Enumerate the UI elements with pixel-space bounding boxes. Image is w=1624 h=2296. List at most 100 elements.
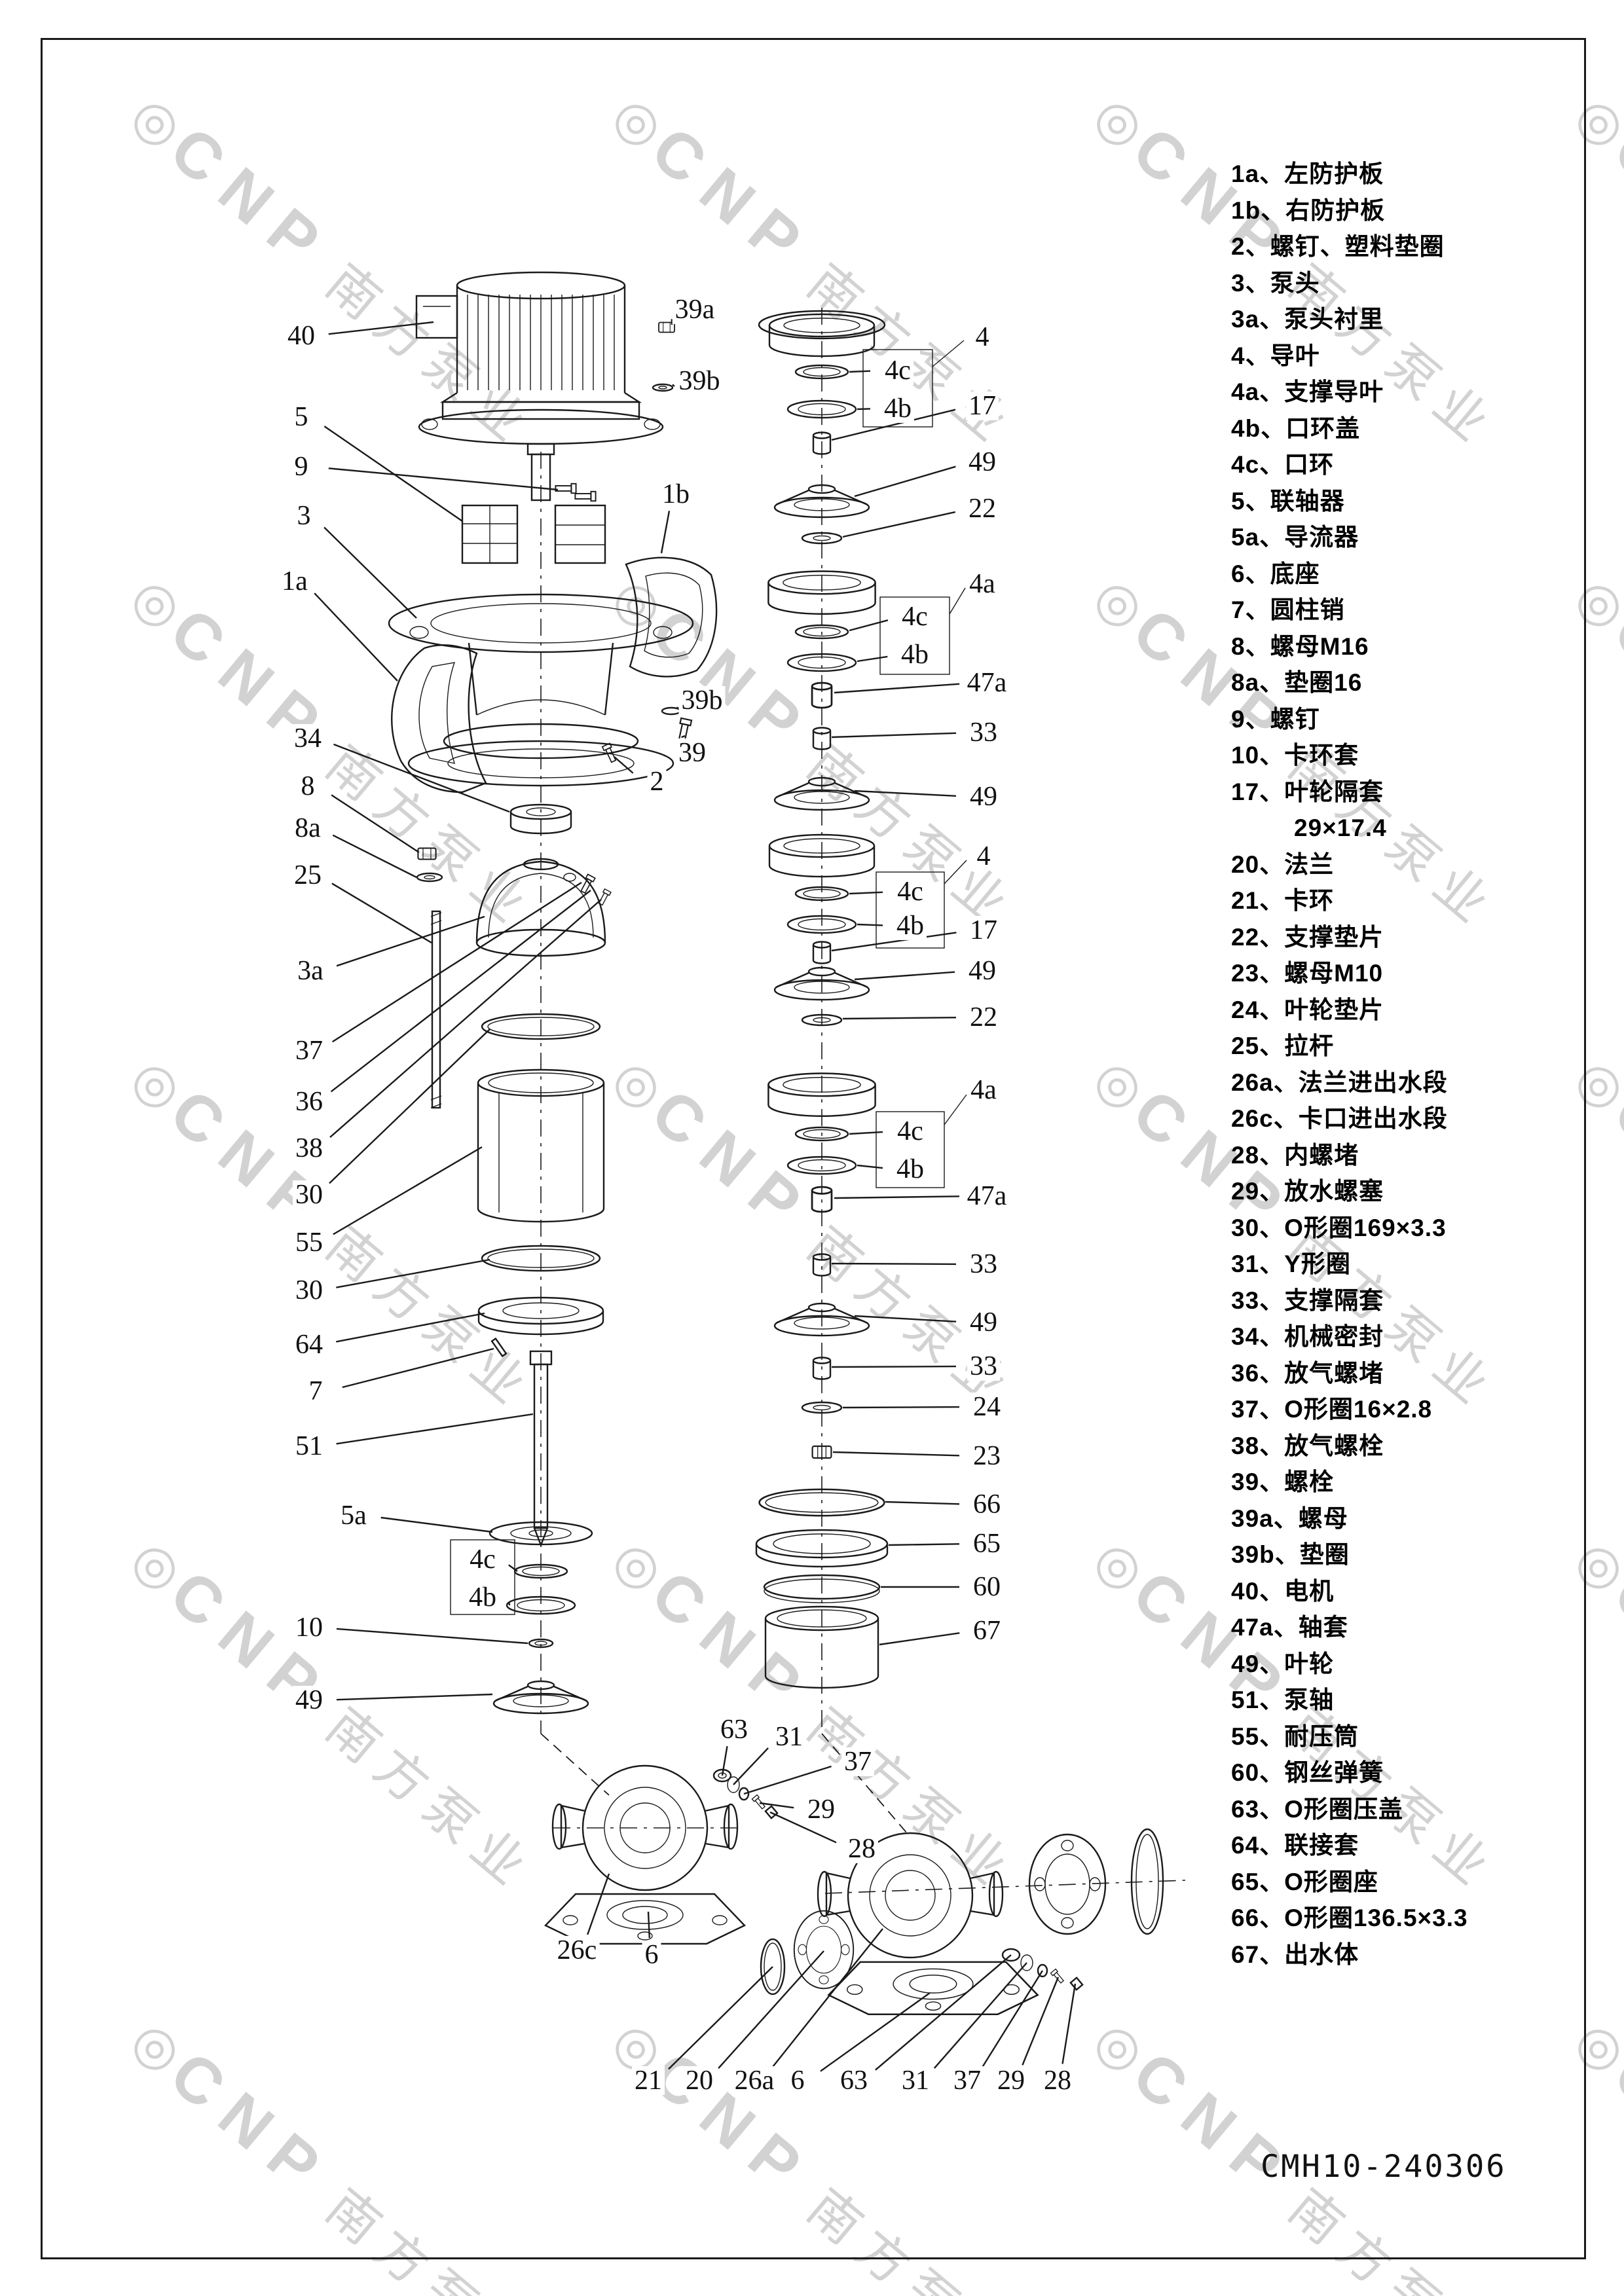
parts-list-item: 4a、支撑导叶: [1231, 378, 1384, 405]
callout-31: 31: [899, 2066, 932, 2095]
callout-33: 33: [967, 1250, 1000, 1279]
drawing-number: CMH10-240306: [1261, 2149, 1507, 2185]
ring-cover-4b-left: [506, 1595, 576, 1615]
parts-list-item: 1a、左防护板: [1231, 160, 1384, 187]
callout-47a: 47a: [964, 1182, 1010, 1211]
callout-55: 55: [293, 1228, 325, 1257]
callout-4b: 4b: [894, 1155, 927, 1184]
callout-6: 6: [642, 1941, 661, 1969]
callout-38: 38: [293, 1134, 325, 1163]
parts-list-item: 29、放水螺塞: [1231, 1178, 1384, 1205]
parts-list-item: 4c、口环: [1231, 451, 1335, 478]
callout-33: 33: [967, 1352, 1000, 1381]
callout-22: 22: [966, 494, 999, 523]
guard-plate-1a: [391, 644, 487, 793]
parts-list-item: 8、螺母M16: [1231, 632, 1369, 660]
callout-37: 37: [951, 2066, 984, 2095]
callout-4: 4: [972, 323, 992, 352]
parts-list-item: 28、内螺堵: [1231, 1141, 1359, 1169]
parts-list-item: 63、O形圈压盖: [1231, 1795, 1403, 1823]
callout-49: 49: [293, 1686, 325, 1715]
callout-63: 63: [718, 1715, 750, 1744]
callout-17: 17: [966, 392, 999, 420]
callout-49: 49: [966, 448, 999, 477]
callout-2: 2: [647, 767, 667, 796]
parts-list-item: 39a、螺母: [1231, 1504, 1348, 1532]
callout-65: 65: [970, 1529, 1003, 1558]
flow-guide-5a: [489, 1521, 593, 1546]
callout-10: 10: [293, 1613, 325, 1642]
callout-39b: 39b: [678, 686, 726, 715]
parts-list-item: 60、钢丝弹簧: [1231, 1759, 1384, 1786]
callout-4a: 4a: [967, 570, 998, 598]
parts-list-item: 38、放气螺栓: [1231, 1432, 1384, 1459]
parts-list-item: 64、联接套: [1231, 1832, 1359, 1859]
parts-list-item: 10、卡环套: [1231, 742, 1359, 769]
parts-list-item: 55、耐压筒: [1231, 1722, 1359, 1750]
parts-list-item: 9、螺钉: [1231, 705, 1320, 733]
callout-21: 21: [632, 2066, 665, 2095]
callout-30: 30: [293, 1276, 325, 1305]
parts-list-item: 40、电机: [1231, 1577, 1335, 1605]
parts-list-item: 47a、轴套: [1231, 1614, 1348, 1641]
parts-list-item: 34、机械密封: [1231, 1323, 1384, 1350]
washer-8a: [416, 872, 443, 883]
parts-list-item: 26a、法兰进出水段: [1231, 1068, 1448, 1096]
parts-list-item: 67、出水体: [1231, 1941, 1359, 1968]
parts-list-item: 23、螺母M10: [1231, 960, 1384, 987]
parts-list-item: 31、Y形圈: [1231, 1250, 1351, 1277]
parts-list-item: 5、联轴器: [1231, 487, 1345, 515]
parts-list-item: 39b、垫圈: [1231, 1541, 1350, 1568]
callout-5: 5: [291, 403, 311, 431]
callout-4b: 4b: [894, 911, 927, 940]
oring-seat-65: [755, 1529, 889, 1568]
callout-29: 29: [805, 1795, 838, 1824]
callout-4c: 4c: [899, 602, 931, 631]
parts-list-item: 3a、泵头衬里: [1231, 306, 1384, 333]
snap-ring-sleeve-10: [528, 1638, 554, 1649]
parts-list-item: 51、泵轴: [1231, 1686, 1335, 1713]
pump-head-3: [388, 593, 694, 787]
parts-list-item: 22、支撑垫片: [1231, 923, 1384, 951]
parts-list-item: 8a、垫圈16: [1231, 669, 1363, 696]
callout-5a: 5a: [338, 1501, 369, 1530]
guard-plate-1b: [625, 556, 718, 678]
parts-list-item: 4b、口环盖: [1231, 414, 1361, 442]
parts-list-item: 4、导叶: [1231, 342, 1320, 369]
parts-list-item: 25、拉杆: [1231, 1032, 1335, 1059]
parts-list-item: 65、O形圈座: [1231, 1868, 1378, 1895]
callout-1a: 1a: [279, 567, 310, 596]
oring-large-right: [1130, 1828, 1164, 1935]
mechanical-seal-34: [509, 803, 572, 835]
callout-4c: 4c: [882, 356, 913, 385]
small-parts-26c: [712, 1768, 779, 1819]
parts-list-item: 21、卡环: [1231, 887, 1335, 914]
callout-6: 6: [788, 2066, 807, 2095]
callout-28: 28: [1041, 2066, 1074, 2095]
callout-26a: 26a: [731, 2066, 777, 2095]
callout-1b: 1b: [659, 480, 692, 509]
leader-lines: [314, 319, 1077, 2072]
callout-37: 37: [841, 1747, 874, 1776]
parts-list-item: 17、叶轮隔套: [1231, 778, 1384, 805]
parts-list-item: 36、放气螺堵: [1231, 1359, 1384, 1387]
snap-ring-21: [760, 1938, 786, 1995]
callout-39a: 39a: [672, 295, 718, 324]
callout-20: 20: [683, 2066, 716, 2095]
parts-list-item: 3、泵头: [1231, 269, 1320, 297]
callout-31: 31: [773, 1722, 805, 1751]
pin-7: [490, 1337, 507, 1358]
parts-list-item: 24、叶轮垫片: [1231, 996, 1384, 1023]
parts-list-item: 2、螺钉、塑料垫圈: [1231, 233, 1445, 260]
callout-51: 51: [293, 1432, 325, 1461]
callout-4b: 4b: [466, 1583, 499, 1612]
parts-list-item: 5a、导流器: [1231, 524, 1359, 551]
callout-4c: 4c: [467, 1545, 498, 1574]
callout-40: 40: [285, 321, 318, 350]
outlet-body-67: [764, 1605, 879, 1689]
callout-60: 60: [970, 1573, 1003, 1601]
